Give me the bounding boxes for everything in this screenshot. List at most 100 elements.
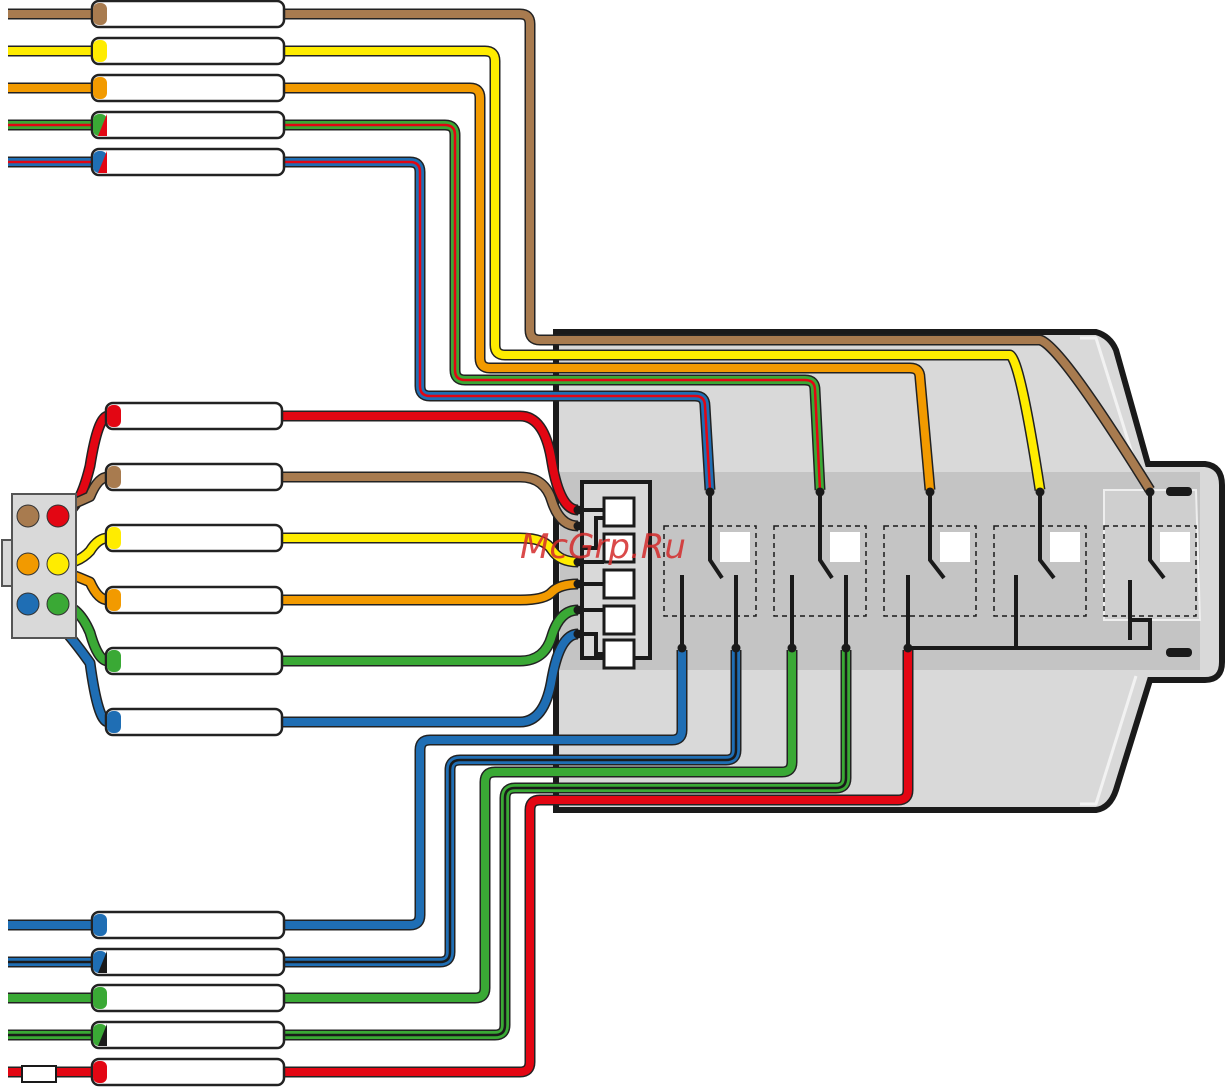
top-yellow-wire-2 (8, 45, 1046, 491)
mid-green-wire-5 (280, 604, 579, 667)
bottom-green-wire-3-core (8, 650, 796, 1002)
pin-brown (16, 504, 40, 528)
connector-pins (16, 504, 70, 616)
bottom-red-fused-wire-5-core (8, 650, 912, 1076)
mid-brown-wire-2-core (280, 473, 579, 530)
mid-orange-wire-4-label-box (104, 585, 284, 615)
terminal-links (582, 508, 604, 656)
bottom-blue-black-wire-2-stripe (8, 650, 738, 964)
junction-dot-top-2 (1035, 487, 1045, 497)
lower-common-bus (906, 575, 1152, 650)
mid-orange-wire-4 (280, 578, 579, 606)
mid-green-wire-5-color-tag (107, 650, 121, 672)
housing-center-band (560, 472, 1200, 670)
mid-blue-wire-6-color-tag (107, 711, 121, 733)
bottom-green-wire-3 (8, 650, 798, 1004)
relay-window-1 (720, 532, 750, 562)
terminal-cell-1 (602, 496, 636, 528)
bottom-blue-wire-1-color-tag (93, 914, 107, 936)
top-brown-wire-1 (8, 8, 1155, 493)
mid-yellow-wire-3-sleeve (104, 523, 284, 553)
contact-line-4 (1038, 492, 1056, 580)
top-brown-wire-1-color-tag (93, 3, 107, 25)
mid-blue-wire-6-core (280, 630, 579, 726)
top-green-red-wire-4-label-box (90, 110, 286, 140)
bottom-green-wire-3-color-tag (93, 987, 107, 1009)
top-blue-red-wire-5 (8, 156, 716, 491)
pin-red (46, 504, 70, 528)
junction-dot-top-5 (705, 487, 715, 497)
top-yellow-wire-2-label-box (90, 36, 286, 66)
pin-green (46, 592, 70, 616)
top-orange-wire-3-label-box (90, 73, 286, 103)
contact-line-2 (818, 492, 834, 580)
mid-green-wire-5-outline (280, 604, 579, 667)
mid-yellow-wire-3 (280, 532, 579, 568)
bottom-red-fused-wire-5-label-box (90, 1057, 286, 1087)
junction-dot-bottom-3 (787, 643, 797, 653)
bottom-green-black-wire-4-stripe (8, 650, 848, 1037)
bottom-blue-black-wire-2-stripe-tag (98, 951, 107, 973)
mid-orange-wire-4-core (280, 580, 579, 604)
mid-red-wire-1 (280, 410, 579, 516)
top-orange-wire-3-sleeve (90, 73, 286, 103)
mid-red-wire-1-label-box (104, 401, 284, 431)
top-green-red-wire-4-stripe (8, 123, 822, 491)
terminal-cell-2 (602, 532, 636, 564)
relay-window-2 (830, 532, 860, 562)
top-blue-red-wire-5-label-box (90, 147, 286, 177)
mid-green-wire-5-sleeve (104, 646, 284, 676)
top-brown-wire-1-sleeve (90, 0, 286, 29)
top-green-red-wire-4 (8, 119, 826, 491)
pin-yellow (46, 552, 70, 576)
mount-slot-bottom (1166, 648, 1192, 657)
top-brown-wire-1-core (8, 10, 1154, 493)
mid-blue-wire-6-sleeve (104, 707, 284, 737)
top-blue-red-wire-5-sleeve (90, 147, 286, 177)
mount-slot-top (1166, 487, 1192, 496)
watermark-text: McGrp.Ru (520, 527, 686, 567)
junction-dot-top-1 (1145, 487, 1155, 497)
junction-dot-bottom-4 (841, 643, 851, 653)
top-yellow-wire-2-color-tag (93, 40, 107, 62)
connector-latch (1, 539, 13, 587)
mid-brown-wire-2-label-box (104, 462, 284, 492)
top-green-red-wire-4-sleeve (90, 110, 286, 140)
top-blue-red-wire-5-stripe-tag (98, 151, 107, 173)
mid-green-wire-5-label-box (104, 646, 284, 676)
mid-yellow-wire-3-core (280, 534, 579, 566)
top-yellow-wire-2-core (8, 47, 1044, 491)
bottom-blue-wire-1-sleeve (90, 910, 286, 940)
relay-window-4 (1050, 532, 1080, 562)
bottom-red-fused-wire-5-sleeve (90, 1057, 286, 1087)
multi-pin-connector (1, 493, 77, 639)
mid-red-wire-1-sleeve (104, 401, 284, 431)
mid-brown-wire-2-outline (280, 471, 579, 532)
mid-red-wire-1-outline (280, 410, 579, 516)
bottom-blue-black-wire-2-sleeve (90, 947, 286, 977)
pin-orange (16, 552, 40, 576)
bottom-blue-wire-1-core (8, 650, 686, 929)
mid-red-wire-1-core (280, 412, 579, 514)
module-housing (553, 329, 1225, 813)
mid-red-wire-1-color-tag (107, 405, 121, 427)
bottom-red-fused-wire-5 (8, 650, 914, 1078)
inline-fuse (21, 1065, 57, 1083)
bottom-blue-wire-1 (8, 650, 688, 931)
top-orange-wire-3-core (8, 84, 934, 491)
junction-dot-bottom-5 (903, 643, 913, 653)
contact-line-3 (928, 492, 946, 580)
bottom-green-black-wire-4 (8, 650, 852, 1041)
bottom-blue-black-wire-2 (8, 650, 742, 968)
bottom-green-black-wire-4-sleeve (90, 1020, 286, 1050)
contact-line-1 (708, 492, 724, 580)
top-green-red-wire-4-stripe-tag (98, 114, 107, 136)
top-brown-wire-1-label-box (90, 0, 286, 29)
housing-inner-outline (1080, 336, 1138, 806)
mid-brown-wire-2 (280, 471, 579, 532)
pin-blue (16, 592, 40, 616)
terminal-cell-4 (602, 604, 636, 636)
internal-circuit (680, 492, 1166, 650)
bottom-green-wire-3-sleeve (90, 983, 286, 1013)
